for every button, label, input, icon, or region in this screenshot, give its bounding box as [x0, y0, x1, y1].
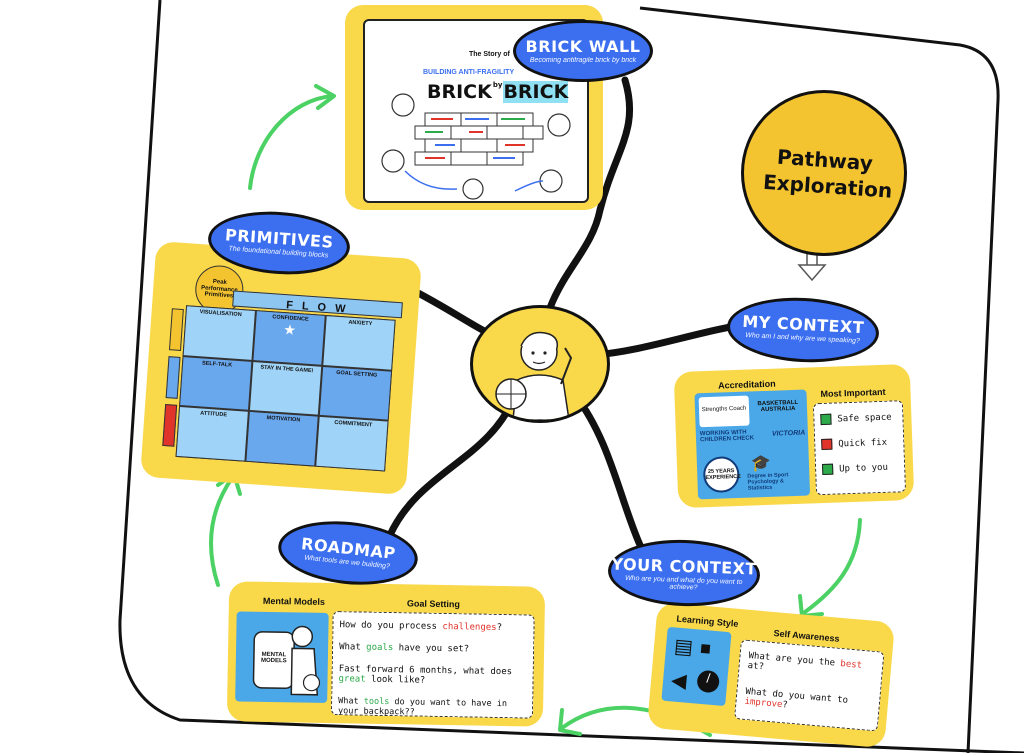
primitive-cell: ANXIETY — [323, 316, 395, 370]
accreditation-heading: Accreditation — [718, 378, 776, 391]
primitive-cell: VISUALISATION — [183, 306, 255, 360]
center-avatar — [470, 305, 610, 423]
story-of-text: The Story of — [469, 51, 510, 58]
primitive-cell: CONFIDENCE★ — [253, 311, 325, 365]
primitive-cell: SELF-TALK — [180, 356, 252, 411]
mental-models-illustration: MENTAL MODELS — [235, 611, 329, 703]
most-important-item: Quick fix — [821, 436, 903, 451]
branch-roadmap — [386, 391, 519, 539]
brick-wall-illustration — [381, 93, 571, 200]
most-important-item: Up to you — [821, 461, 904, 476]
learning-style-icons: ▤ ■ ◀ / — [661, 626, 732, 707]
primitive-cell: ATTITUDE — [176, 407, 248, 461]
speaker-icon: ◀ — [670, 669, 688, 693]
goal-question: Fast forward 6 months, what does great l… — [338, 664, 513, 686]
arrow-primitives-to-brick — [248, 94, 334, 190]
checkbox-icon — [820, 413, 832, 426]
node-brick-wall-sub: Becoming antifragile brick by brick — [529, 57, 637, 64]
arrowhead-3 — [558, 708, 582, 736]
mental-models-heading: Mental Models — [262, 595, 326, 607]
degree-logo: Degree in Sport Psychology & Statistics — [747, 472, 789, 492]
learning-style-heading: Learning Style — [676, 613, 739, 629]
basketball-australia-logo: BASKETBALL AUSTRALIA — [757, 399, 799, 414]
your-context-card[interactable]: Learning Style ▤ ■ ◀ / Self Awareness Wh… — [646, 601, 896, 749]
arrow-my-to-your — [803, 518, 862, 614]
accreditation-logos: Strengths Coach BASKETBALL AUSTRALIA WOR… — [694, 389, 811, 500]
brick-title: BRICKbyBRICK — [427, 81, 569, 103]
goal-question: What goals have you set? — [339, 642, 470, 655]
branch-your-context — [571, 391, 644, 549]
checkbox-icon — [821, 463, 834, 476]
self-awareness-question: What are you the best at? — [747, 650, 863, 673]
primitives-grid: VISUALISATION CONFIDENCE★ ANXIETY SELF-T… — [175, 305, 396, 472]
building-antifragility-text: BUILDING ANTI-FRAGILITY — [423, 69, 515, 76]
goal-setting-box: How do you process challenges? What goal… — [330, 611, 535, 719]
primitive-cell: STAY IN THE GAME! — [249, 361, 322, 416]
frame-right-edge — [639, 6, 1000, 753]
my-context-card[interactable]: Accreditation Strengths Coach BASKETBALL… — [673, 363, 915, 509]
roadmap-card[interactable]: Mental Models MENTAL MODELS Goal Setting… — [226, 581, 546, 727]
title-circle: Pathway Exploration — [741, 90, 907, 256]
primitive-cell: MOTIVATION — [246, 412, 318, 466]
backpack-label: MENTAL MODELS — [260, 651, 287, 665]
arrowhead-1 — [314, 84, 336, 110]
arrow-roadmap-to-primitives — [208, 476, 234, 587]
goal-question: What tools do you want to have in your b… — [337, 696, 508, 718]
strengths-coach-logo: Strengths Coach — [698, 395, 750, 428]
self-awareness-question: What do you want to improve? — [744, 686, 849, 711]
wwcc-logo: WORKING WITH CHILDREN CHECK — [699, 429, 755, 444]
goal-setting-heading: Goal Setting — [406, 598, 460, 610]
most-important-list: Safe space Quick fix Up to you — [812, 400, 907, 496]
brick-wall-poster: The Story of BUILDING ANTI-FRAGILITY BRI… — [363, 19, 589, 203]
primitive-cell: GOAL SETTING — [319, 366, 392, 420]
frame-left-edge — [118, 0, 1024, 753]
node-brick-wall[interactable]: BRICK WALL Becoming antifragile brick by… — [513, 20, 653, 82]
camera-icon: ■ — [699, 637, 712, 659]
graduation-cap-icon: 🎓 — [750, 454, 772, 473]
star-icon: ★ — [282, 321, 297, 338]
page-title: Pathway Exploration — [762, 144, 893, 203]
backpack-boy-illustration — [252, 625, 321, 696]
checkbox-icon — [821, 438, 833, 451]
self-awareness-box: What are you the best at? What do you wa… — [734, 639, 885, 732]
victoria-logo: VICTORIA — [771, 429, 806, 438]
primitive-cell: COMMITMENT — [316, 417, 388, 471]
document-icon: ▤ — [673, 635, 694, 660]
node-brick-wall-label: BRICK WALL — [525, 37, 641, 56]
pen-icon: / — [696, 669, 721, 694]
boy-with-basketball-illustration — [495, 331, 573, 420]
goal-question: How do you process challenges? — [339, 620, 503, 634]
self-awareness-heading: Self Awareness — [773, 628, 840, 644]
most-important-heading: Most Important — [820, 386, 886, 400]
primitives-card[interactable]: Peak Performance Primitives F L O W VISU… — [140, 241, 422, 495]
experience-badge: 25 YEARS EXPERIENCE — [702, 455, 741, 494]
most-important-item: Safe space — [820, 411, 902, 426]
branch-brick-wall — [536, 76, 634, 359]
